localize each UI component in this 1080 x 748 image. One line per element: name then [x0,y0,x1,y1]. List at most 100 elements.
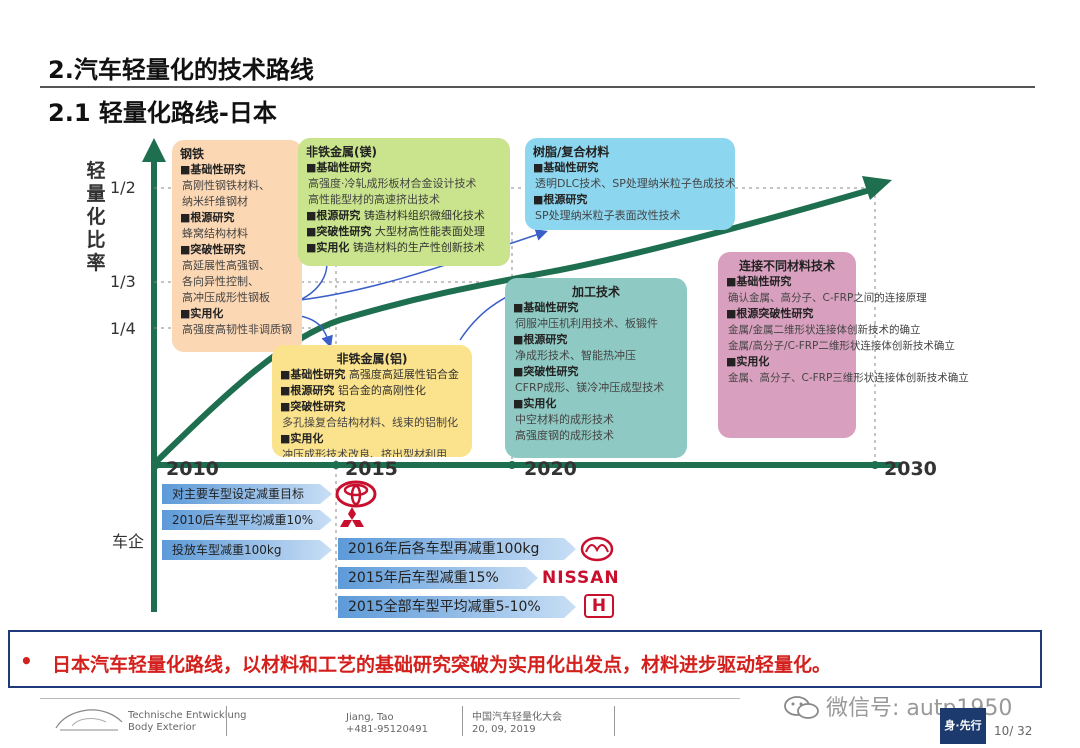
wechat-icon [784,696,819,719]
resin-item-text: SP处理纳米粒子表面改性技术 [535,209,681,222]
join-item-text: 金属/金属二维形状连接体创新技术的确立 [728,324,921,336]
resin-item-text: 透明DLC技术、SP处理纳米粒子色成技术 [535,177,735,190]
proc-item-label: ■突破性研究 [513,365,579,378]
aluminum-box: 非铁金属(铝) ■基础性研究 高强度高延展性铝合金 ■根源研究 铝合金的高刚性化… [272,345,472,457]
x-axis-dots [152,461,879,469]
honda-logo: H [584,594,614,618]
al-item-label: ■基础性研究 [280,368,346,381]
steel-title: 钢铁 [180,147,205,161]
mg-item-text: 铸造材料的生产性创新技术 [352,241,485,254]
steel-item-text: 高刚性钢铁材料、 [182,179,270,192]
car-outline-logo [55,709,123,731]
steel-item-label: ■根源研究 [180,211,235,224]
footer-separator [462,706,463,736]
steel-item-text: 高延展性高强钢、 [182,259,270,272]
x-tick-2015: 2015 [345,458,398,480]
mg-item-text: 高强度·冷轧成形板材合金设计技术 [308,177,477,190]
join-item-text: 金属/高分子/C-FRP二维形状连接体创新技术确立 [728,340,955,352]
footer-date: 20, 09, 2019 [472,724,536,735]
steel-item-text: 各向异性控制、 [182,275,259,288]
proc-item-text: CFRP成形、镁冷冲压成型技术 [515,381,665,394]
subsection-title: 2.1 轻量化路线-日本 [48,99,277,127]
target-band: 2010后车型平均减重10% [162,510,332,530]
y-tick-half: 1/2 [110,178,136,197]
mg-item-text: 大型材高性能表面处理 [374,225,485,238]
x-tick-2010: 2010 [166,458,219,480]
resin-composite-box: 树脂/复合材料 ■基础性研究 透明DLC技术、SP处理纳米粒子色成技术 ■根源研… [525,138,735,230]
join-item-text: 金属、高分子、C-FRP三维形状连接体创新技术确立 [728,372,969,384]
callout-bullet: • [20,649,33,673]
y-axis-label: 轻量化比率 [86,160,106,274]
mg-item-label: ■实用化 [306,241,350,254]
target-band: 2016年后各车型再减重100kg [338,538,576,560]
resin-item-label: ■基础性研究 [533,161,599,174]
page-number: 10/ 32 [994,724,1033,738]
mg-item-text: 高性能型材的高速挤出技术 [308,193,440,206]
conclusion-callout [8,630,1042,688]
magnesium-box: 非铁金属(镁) ■基础性研究 高强度·冷轧成形板材合金设计技术 高性能型材的高速… [298,138,510,266]
callout-text: 日本汽车轻量化路线，以材料和工艺的基础研究突破为实用化出发点，材料进步驱动轻量化… [52,654,832,676]
proc-item-text: 净成形技术、智能热冲压 [515,349,636,362]
steel-item-text: 高冲压成形性钢板 [182,291,270,304]
title-divider [40,86,1035,88]
steel-item-text: 纳米纤维钢材 [182,195,248,208]
al-item-label: ■实用化 [280,432,324,445]
y-tick-third: 1/3 [110,272,136,291]
target-band: 投放车型减重100kg [162,540,332,560]
al-item-label: ■突破性研究 [280,400,346,413]
footer-separator [226,706,227,736]
al-item-text: 铝合金的高刚性化 [337,384,426,397]
company-label: 车企 [112,532,145,551]
target-band: 对主要车型设定减重目标 [162,484,332,504]
steel-box: 钢铁 ■基础性研究 高刚性钢铁材料、 纳米纤维钢材 ■根源研究 蜂窝结构材料 ■… [172,140,302,352]
al-item-text: 多孔操复合结构材料、线束的铝制化 [282,416,458,429]
mg-item-label: ■根源研究 [306,209,361,222]
target-band: 2015全部车型平均减重5-10% [338,596,576,618]
resin-title: 树脂/复合材料 [533,145,610,159]
x-tick-2020: 2020 [524,458,577,480]
steel-item-label: ■突破性研究 [180,243,246,256]
footer-separator [614,706,615,736]
footer-logo-line1: Technische Entwicklung [128,710,247,721]
footer-divider [40,698,740,699]
y-tick-quarter: 1/4 [110,319,136,338]
mazda-logo [580,536,614,562]
steel-item-text: 高强度高韧性非调质钢 [182,323,292,336]
proc-item-text: 高强度钢的成形技术 [515,429,614,442]
join-item-label: ■根源突破性研究 [726,307,814,320]
join-item-label: ■实用化 [726,355,770,368]
mg-item-label: ■基础性研究 [306,161,372,174]
nissan-logo: NISSAN [542,568,620,588]
proc-item-text: 中空材料的成形技术 [515,413,614,426]
al-item-text: 冲压成形技术改良、挤出型材利用 [282,448,447,457]
proc-item-label: ■实用化 [513,397,557,410]
mitsubishi-logo [340,507,364,527]
proc-item-label: ■基础性研究 [513,301,579,314]
al-item-text: 高强度高延展性铝合金 [348,368,459,381]
join-title: 连接不同材料技术 [738,259,835,273]
steel-item-text: 蜂窝结构材料 [182,227,248,240]
mg-title: 非铁金属(镁) [306,145,377,159]
steel-item-label: ■基础性研究 [180,163,246,176]
join-item-text: 确认金属、高分子、C-FRP之间的连接原理 [728,292,927,304]
proc-item-label: ■根源研究 [513,333,568,346]
trend-arrowhead [862,176,892,200]
al-item-label: ■根源研究 [280,384,335,397]
proc-item-text: 伺服冲压机利用技术、板锻件 [515,317,658,330]
footer-phone: +481-95120491 [346,724,428,735]
mg-item-text: 铸造材料组织微细化技术 [363,209,485,222]
footer-event: 中国汽车轻量化大会 [472,712,562,723]
steel-item-label: ■实用化 [180,307,224,320]
x-tick-2030: 2030 [884,458,937,480]
section-title: 2.汽车轻量化的技术路线 [48,56,314,84]
y-axis-arrowhead [142,138,166,162]
footer-logo-line2: Body Exterior [128,722,196,733]
mg-item-label: ■突破性研究 [306,225,372,238]
processing-tech-box: 加工技术 ■基础性研究 伺服冲压机利用技术、板锻件 ■根源研究 净成形技术、智能… [505,278,687,458]
lightweight-trend-curve [153,187,871,465]
join-item-label: ■基础性研究 [726,275,792,288]
joining-tech-box: 连接不同材料技术 ■基础性研究 确认金属、高分子、C-FRP之间的连接原理 ■根… [718,252,969,438]
footer-author: Jiang, Tao [346,712,394,723]
target-band: 2015年后车型减重15% [338,567,538,589]
